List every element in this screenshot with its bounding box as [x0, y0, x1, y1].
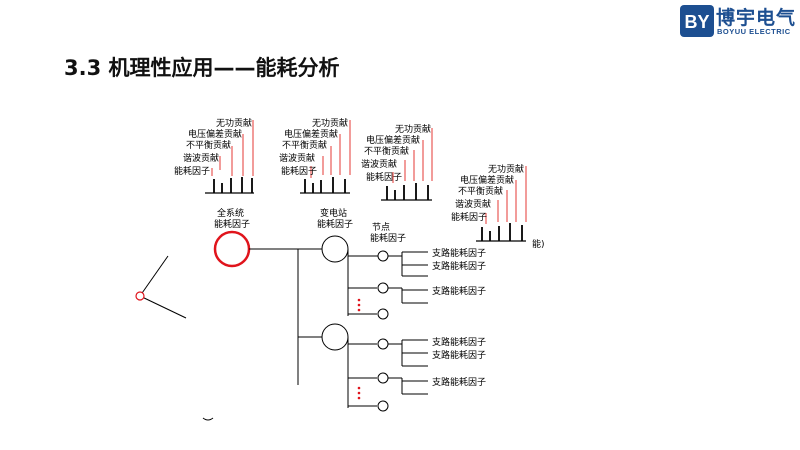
- branch-label: 支路能耗因子: [432, 336, 486, 348]
- label-voltage: 电压偏差贡献: [460, 174, 514, 186]
- system-label-2: 能耗因子: [214, 218, 250, 230]
- small-red-node: [135, 291, 145, 301]
- node-label-1: 节点: [372, 222, 390, 233]
- label-harmonic: 谐波贡献: [361, 158, 397, 170]
- page-title: 3.3 机理性应用——能耗分析: [64, 56, 340, 80]
- contribution-group-1: 无功贡献 电压偏差贡献 不平衡贡献 谐波贡献 能耗因子: [174, 117, 254, 194]
- node-circle: [377, 308, 389, 320]
- system-node-circle: [213, 230, 251, 268]
- label-harmonic: 谐波贡献: [455, 198, 491, 210]
- label-voltage: 电压偏差贡献: [188, 128, 242, 140]
- company-logo: BY 博宇电气 BOYUU ELECTRIC: [680, 3, 800, 41]
- label-factor: 能耗因子: [451, 211, 487, 223]
- stray-mark: [202, 417, 214, 421]
- substation-node-1: [321, 235, 349, 263]
- label-unbalance: 不平衡贡献: [186, 139, 231, 151]
- node-circle: [377, 282, 389, 294]
- label-factor: 能耗因子: [281, 165, 317, 177]
- branch-label: 支路能耗因子: [432, 376, 486, 388]
- logo-mark-icon: BY: [680, 5, 714, 37]
- contribution-group-3: 无功贡献 电压偏差贡献 不平衡贡献 谐波贡献 能耗因子: [361, 123, 433, 201]
- contribution-group-2: 无功贡献 电压偏差贡献 不平衡贡献 谐波贡献 能耗因子: [279, 117, 351, 194]
- label-harmonic: 谐波贡献: [183, 152, 219, 164]
- substation-label-2: 能耗因子: [317, 218, 353, 230]
- logo-subtext: BOYUU ELECTRIC: [717, 27, 791, 36]
- node-circle: [377, 338, 389, 350]
- logo-text: 博宇电气: [716, 7, 797, 29]
- label-reactive: 无功贡献: [312, 117, 348, 129]
- label-factor: 能耗因子: [174, 165, 210, 177]
- logo-mark-text: BY: [684, 12, 709, 32]
- contribution-group-4: 无功贡献 电压偏差贡献 不平衡贡献 谐波贡献 能耗因子: [451, 163, 527, 242]
- node-circle: [377, 250, 389, 262]
- label-reactive: 无功贡献: [216, 117, 252, 129]
- stray-fragment: 能): [532, 238, 545, 250]
- label-unbalance: 不平衡贡献: [282, 139, 327, 151]
- branch-label: 支路能耗因子: [432, 247, 486, 259]
- label-voltage: 电压偏差贡献: [366, 134, 420, 146]
- label-unbalance: 不平衡贡献: [364, 145, 409, 157]
- label-reactive: 无功贡献: [488, 163, 524, 175]
- node-circle: [377, 400, 389, 412]
- label-unbalance: 不平衡贡献: [458, 185, 503, 197]
- stray-line-upper: [139, 255, 169, 297]
- branch-label: 支路能耗因子: [432, 260, 486, 272]
- branch-label: 支路能耗因子: [432, 349, 486, 361]
- label-factor: 能耗因子: [366, 171, 402, 183]
- node-label-2: 能耗因子: [370, 232, 406, 244]
- substation-node-2: [321, 323, 349, 351]
- stray-line-lower: [139, 295, 187, 319]
- node-circle: [377, 372, 389, 384]
- substation-label-1: 变电站: [320, 207, 347, 219]
- label-harmonic: 谐波贡献: [279, 152, 315, 164]
- label-reactive: 无功贡献: [395, 123, 431, 135]
- branch-label: 支路能耗因子: [432, 285, 486, 297]
- system-label-1: 全系统: [217, 207, 244, 219]
- label-voltage: 电压偏差贡献: [284, 128, 338, 140]
